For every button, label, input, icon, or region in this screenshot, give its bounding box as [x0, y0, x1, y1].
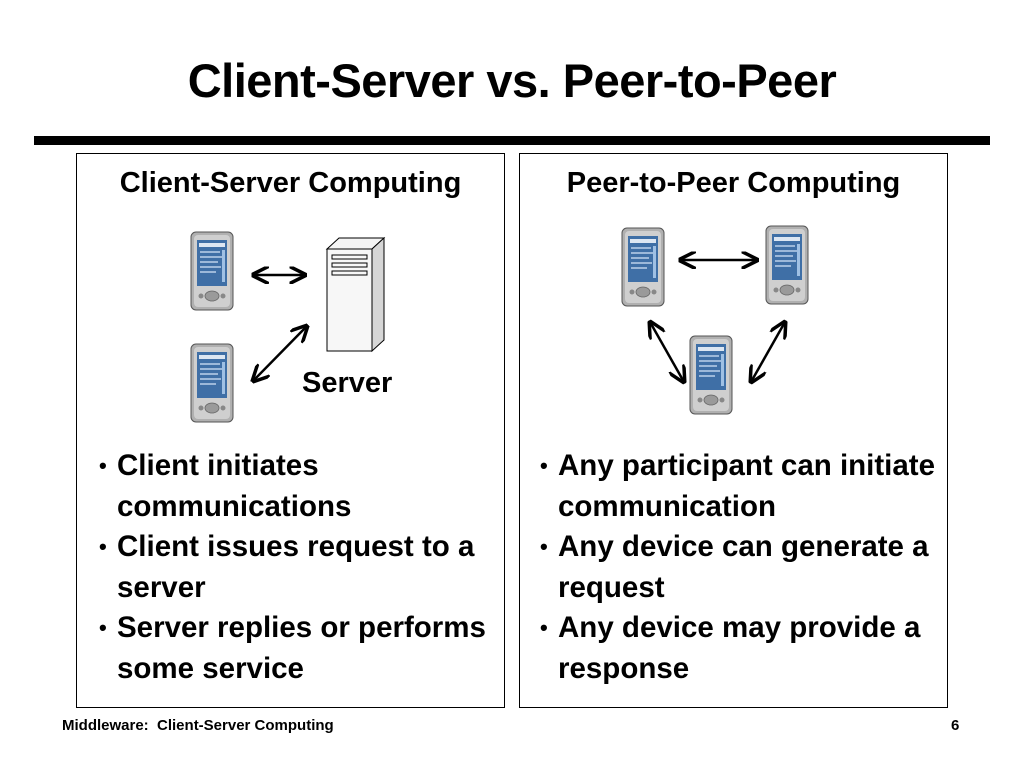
client-server-diagram: Server — [190, 231, 392, 423]
client-device-top-icon — [190, 231, 234, 311]
client-server-heading: Client-Server Computing — [119, 167, 462, 199]
bullet-icon: • — [99, 534, 107, 559]
bullet-icon: • — [540, 615, 548, 640]
slide-title: Client-Server vs. Peer-to-Peer — [187, 54, 837, 107]
list-item: •Client initiates communications — [99, 446, 499, 527]
peer-to-peer-bullet-list: •Any participant can initiate communicat… — [540, 446, 945, 689]
bullet-icon: • — [99, 453, 107, 478]
title-divider — [34, 136, 990, 145]
bullet-icon: • — [540, 534, 548, 559]
peer-to-peer-panel: Peer-to-Peer Computing •Any participant … — [519, 153, 948, 708]
bullet-icon: • — [540, 453, 548, 478]
peer-to-peer-diagram — [621, 225, 809, 415]
list-item: •Any device can generate a request — [540, 527, 945, 608]
page-number: 6 — [951, 717, 960, 734]
list-item: •Any participant can initiate communicat… — [540, 446, 945, 527]
list-item: •Client issues request to a server — [99, 527, 499, 608]
peer-arrow-right — [751, 322, 785, 382]
footer-course-label: Middleware: Client-Server Computing — [62, 717, 334, 734]
server-tower-icon — [325, 236, 386, 353]
list-item: •Any device may provide a response — [540, 608, 945, 689]
peer-arrow-left — [650, 322, 684, 382]
peer-device-right-icon — [765, 225, 809, 305]
list-item: •Server replies or performs some service — [99, 608, 499, 689]
client-server-arrow-bottom — [253, 326, 307, 381]
peer-device-bottom-icon — [689, 335, 733, 415]
peer-device-left-icon — [621, 227, 665, 307]
server-label: Server — [302, 367, 392, 399]
bullet-icon: • — [99, 615, 107, 640]
client-device-bottom-icon — [190, 343, 234, 423]
peer-to-peer-heading: Peer-to-Peer Computing — [566, 167, 901, 199]
client-server-bullet-list: •Client initiates communications •Client… — [99, 446, 499, 689]
client-server-panel: Client-Server Computing — [76, 153, 505, 708]
